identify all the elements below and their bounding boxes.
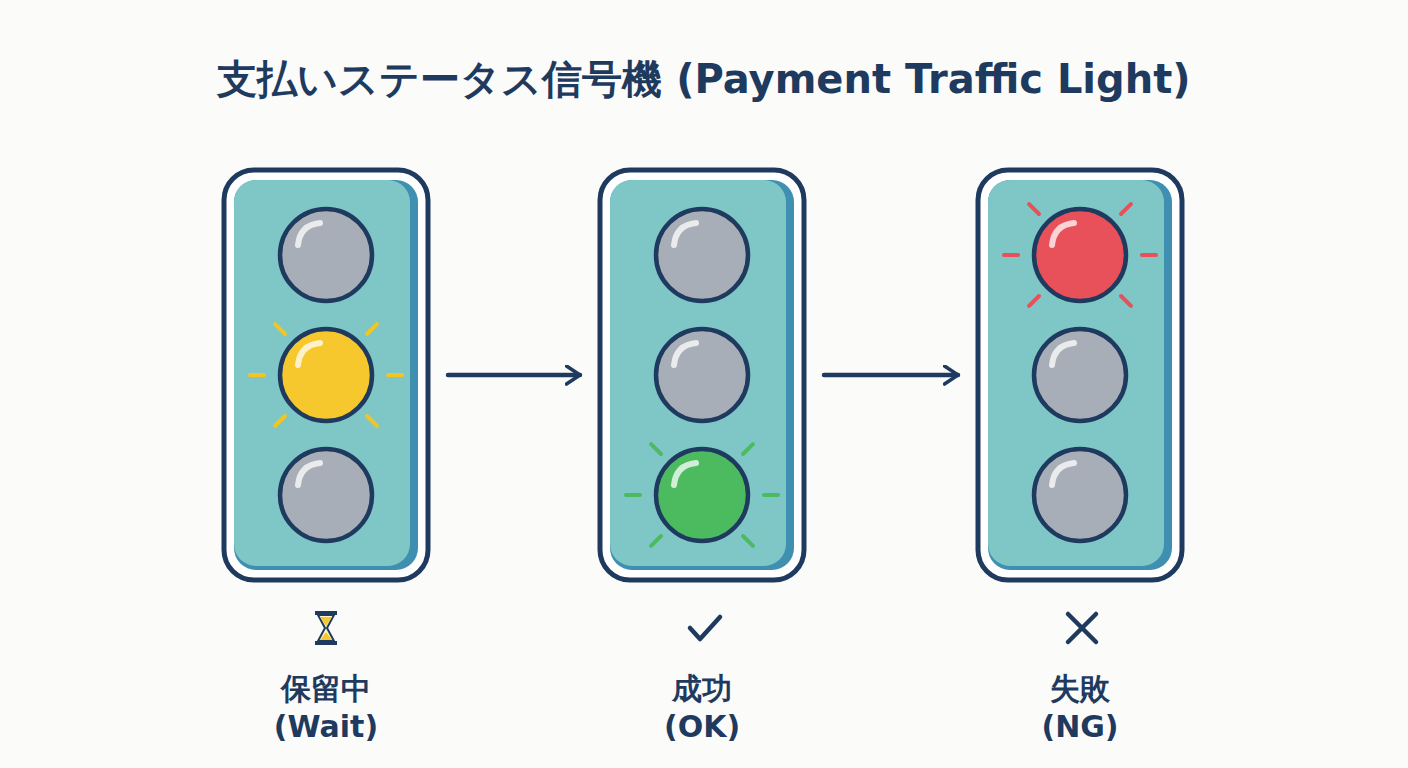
light-ray xyxy=(651,444,661,454)
light-ray xyxy=(626,493,640,497)
light-ray xyxy=(275,324,285,334)
lamp-highlight xyxy=(298,463,320,485)
lamp xyxy=(1034,449,1126,541)
lamp xyxy=(656,209,748,301)
lit-lamp xyxy=(1004,204,1156,306)
housing-face xyxy=(610,180,786,566)
cross-stroke xyxy=(1068,614,1096,642)
lit-lamp xyxy=(250,324,402,426)
hourglass-sand xyxy=(320,617,332,626)
check-icon xyxy=(690,617,720,639)
light-ray xyxy=(367,416,377,426)
lamp-highlight xyxy=(1052,463,1074,485)
status-label: 保留中 (Wait) xyxy=(274,670,378,746)
status-label: 失敗 (NG) xyxy=(1041,670,1118,746)
housing-shadow xyxy=(610,180,794,570)
lamp xyxy=(280,209,372,301)
lit-lamp xyxy=(626,444,778,546)
unlit-lamp xyxy=(1034,329,1126,421)
lamp-highlight xyxy=(674,463,696,485)
hourglass-top xyxy=(315,611,337,615)
housing-outline xyxy=(978,170,1182,580)
lamp-highlight xyxy=(1052,343,1074,365)
unlit-lamp xyxy=(656,209,748,301)
hourglass-glass xyxy=(318,615,334,641)
traffic-light-housing xyxy=(224,170,428,580)
housing-shadow xyxy=(234,180,418,570)
light-ray xyxy=(1121,296,1131,306)
traffic-light: 保留中 (Wait) xyxy=(224,170,428,580)
light-ray xyxy=(743,536,753,546)
lamp-highlight xyxy=(674,343,696,365)
lamp xyxy=(656,329,748,421)
traffic-light-housing xyxy=(978,170,1182,580)
light-ray xyxy=(1029,296,1039,306)
flow-arrow xyxy=(824,373,958,378)
light-ray xyxy=(1121,204,1131,214)
lamp xyxy=(280,449,372,541)
housing-shadow xyxy=(988,180,1172,570)
cross-stroke xyxy=(1068,614,1096,642)
housing-face xyxy=(988,180,1164,566)
lamp xyxy=(656,449,748,541)
light-ray xyxy=(651,536,661,546)
traffic-light: 失敗 (NG) xyxy=(978,170,1182,580)
status-label: 成功 (OK) xyxy=(664,670,740,746)
hourglass-sand xyxy=(320,632,332,640)
lamp xyxy=(1034,329,1126,421)
light-ray xyxy=(388,373,402,377)
lamp xyxy=(1034,209,1126,301)
light-ray xyxy=(743,444,753,454)
lamp-highlight xyxy=(298,223,320,245)
lamp-highlight xyxy=(674,223,696,245)
light-ray xyxy=(367,324,377,334)
housing-outline xyxy=(224,170,428,580)
lamp-highlight xyxy=(1052,223,1074,245)
unlit-lamp xyxy=(656,329,748,421)
light-ray xyxy=(1004,253,1018,257)
traffic-light: 成功 (OK) xyxy=(600,170,804,580)
flow-arrow xyxy=(448,373,580,378)
light-ray xyxy=(1029,204,1039,214)
lamp-highlight xyxy=(298,343,320,365)
light-ray xyxy=(1142,253,1156,257)
light-ray xyxy=(275,416,285,426)
housing-outline xyxy=(600,170,804,580)
lamp xyxy=(280,329,372,421)
diagram-title: 支払いステータス信号機 (Payment Traffic Light) xyxy=(0,52,1408,107)
cross-icon xyxy=(1068,614,1096,642)
hourglass-bottom xyxy=(315,641,337,645)
unlit-lamp xyxy=(280,449,372,541)
traffic-light-housing xyxy=(600,170,804,580)
light-ray xyxy=(250,373,264,377)
unlit-lamp xyxy=(1034,449,1126,541)
light-ray xyxy=(764,493,778,497)
housing-face xyxy=(234,180,410,566)
unlit-lamp xyxy=(280,209,372,301)
hourglass-icon xyxy=(315,611,337,645)
